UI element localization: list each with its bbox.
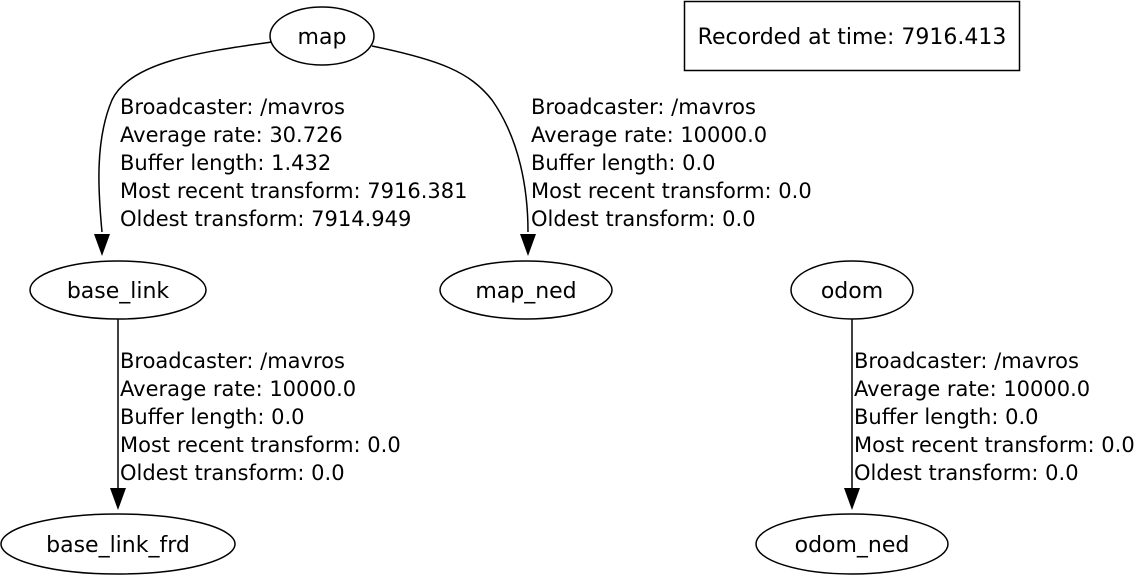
node-base-link[interactable]: base_link	[29, 260, 207, 320]
edge-odom-odom-ned	[844, 318, 860, 510]
edge-label-line: Most recent transform: 0.0	[120, 433, 401, 457]
node-label-base-link: base_link	[67, 279, 170, 304]
edge-label-line: Average rate: 30.726	[120, 123, 343, 147]
edge-base-link-base-link-frd	[110, 318, 126, 510]
edge-label-line: Average rate: 10000.0	[531, 123, 767, 147]
edge-label-line: Oldest transform: 0.0	[854, 461, 1079, 485]
node-odom-ned[interactable]: odom_ned	[755, 513, 949, 575]
edge-label-line: Oldest transform: 0.0	[531, 207, 756, 231]
edge-label-map-base-link: Broadcaster: /mavros Average rate: 30.72…	[120, 95, 468, 231]
node-base-link-frd[interactable]: base_link_frd	[0, 513, 236, 575]
node-label-odom: odom	[821, 279, 883, 304]
node-label-map: map	[298, 25, 347, 50]
edge-label-line: Oldest transform: 0.0	[120, 461, 345, 485]
edge-label-line: Buffer length: 0.0	[120, 405, 305, 429]
edge-label-odom-odom-ned: Broadcaster: /mavros Average rate: 10000…	[854, 349, 1135, 485]
node-odom[interactable]: odom	[790, 260, 914, 320]
edge-label-line: Buffer length: 0.0	[854, 405, 1039, 429]
edge-map-base-link	[94, 41, 273, 256]
edge-label-line: Buffer length: 1.432	[120, 151, 331, 175]
edge-label-line: Broadcaster: /mavros	[120, 349, 345, 373]
edge-label-map-map-ned: Broadcaster: /mavros Average rate: 10000…	[531, 95, 812, 231]
edge-label-line: Most recent transform: 7916.381	[120, 179, 468, 203]
edge-label-line: Buffer length: 0.0	[531, 151, 716, 175]
recorded-time-box: Recorded at time: 7916.413	[683, 0, 1021, 72]
edge-label-line: Broadcaster: /mavros	[854, 349, 1079, 373]
edge-label-line: Broadcaster: /mavros	[531, 95, 756, 119]
edge-label-line: Most recent transform: 0.0	[531, 179, 812, 203]
node-label-base-link-frd: base_link_frd	[46, 533, 190, 558]
node-map-ned[interactable]: map_ned	[439, 260, 613, 320]
node-label-map-ned: map_ned	[475, 279, 576, 304]
edge-map-map-ned	[371, 45, 536, 256]
edge-label-line: Average rate: 10000.0	[120, 377, 356, 401]
edge-label-line: Broadcaster: /mavros	[120, 95, 345, 119]
edge-label-line: Most recent transform: 0.0	[854, 433, 1135, 457]
edge-label-line: Oldest transform: 7914.949	[120, 207, 411, 231]
node-map[interactable]: map	[269, 6, 375, 66]
edge-label-line: Average rate: 10000.0	[854, 377, 1090, 401]
edge-label-base-link-base-link-frd: Broadcaster: /mavros Average rate: 10000…	[120, 349, 401, 485]
recorded-time-label: Recorded at time: 7916.413	[698, 25, 1007, 50]
node-label-odom-ned: odom_ned	[795, 533, 910, 558]
